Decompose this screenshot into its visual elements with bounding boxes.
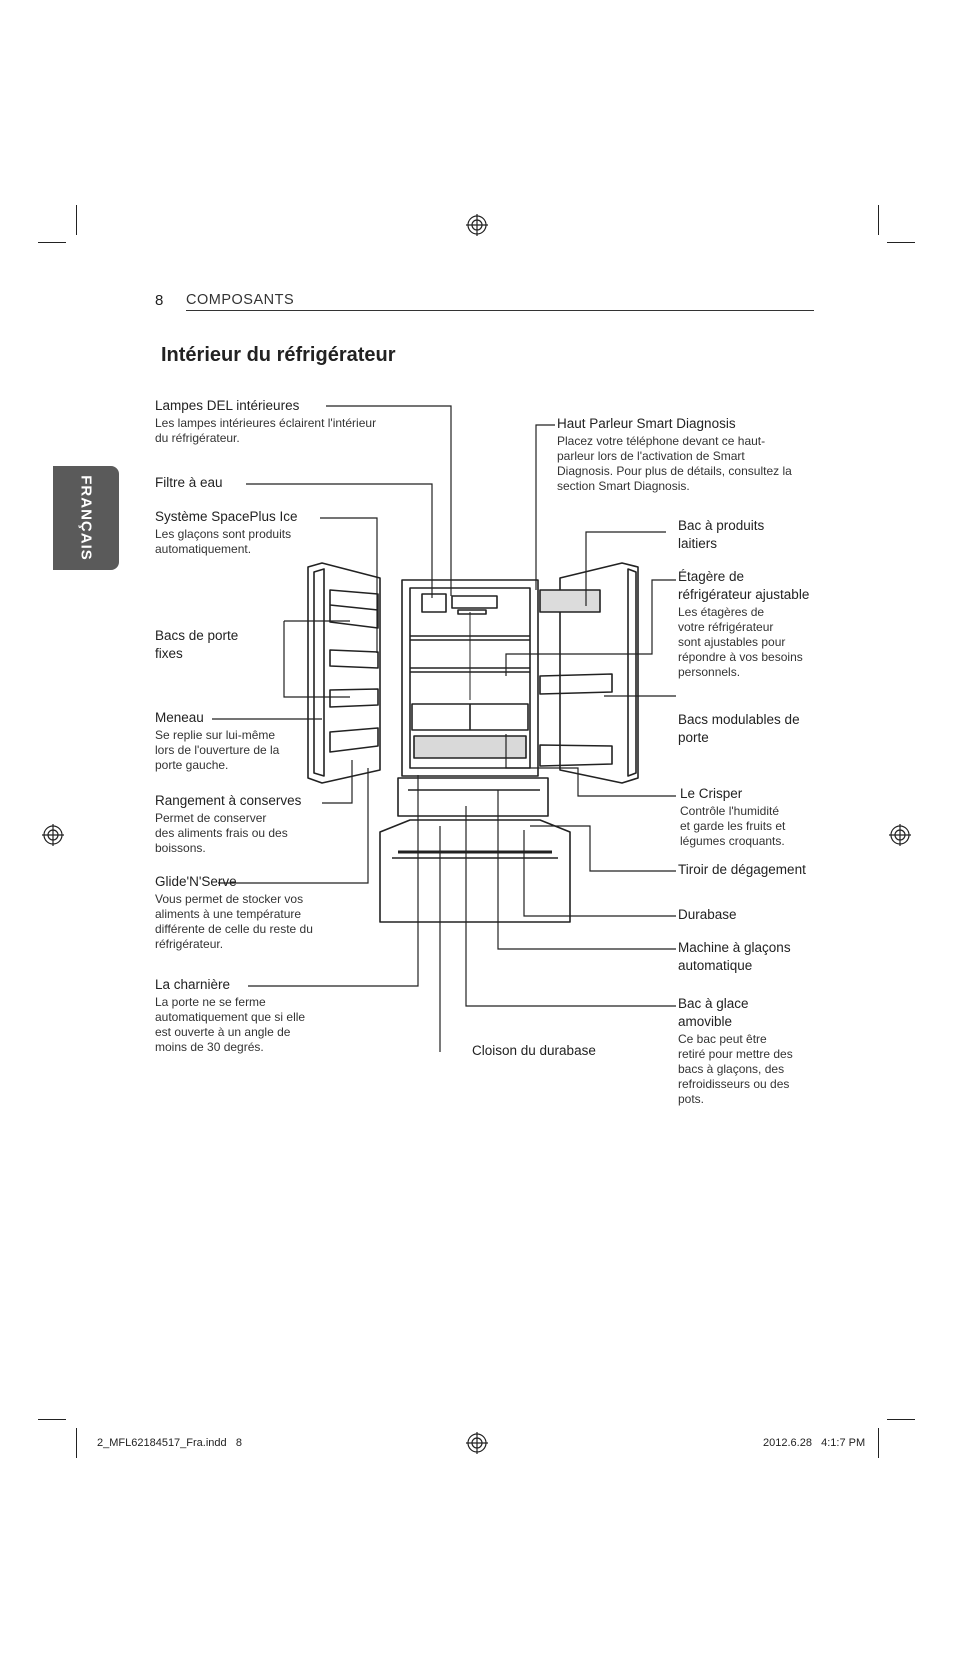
leader-spaceplus: [320, 517, 378, 653]
crop-mark: [38, 1419, 66, 1420]
crop-mark: [38, 242, 66, 243]
section-title: COMPOSANTS: [186, 292, 295, 308]
door-bin: [539, 744, 613, 767]
leader-laitiers: [585, 531, 666, 606]
label-etagere-l2: réfrigérateur ajustable: [678, 587, 810, 602]
door-bin: [329, 688, 379, 708]
leader-bac-glace: [465, 806, 676, 1007]
label-filtre: Filtre à eau: [155, 475, 223, 490]
desc-charniere: La porte ne se ferme automatiquement que…: [155, 995, 306, 1054]
crop-mark: [878, 1428, 879, 1458]
leader-durabase: [523, 830, 676, 917]
leader-haut-parleur: [535, 424, 555, 590]
label-spaceplus: Système SpacePlus Ice: [155, 509, 298, 524]
crop-mark: [887, 242, 915, 243]
desc-conserves: Permet de conserver des aliments frais o…: [155, 811, 288, 855]
desc-lampes: Les lampes intérieures éclairent l'intér…: [155, 416, 377, 445]
leader-crisper: [505, 734, 676, 797]
language-tab: FRANÇAIS: [53, 466, 119, 570]
label-bacs-fixes-l1: Bacs de porte: [155, 628, 239, 643]
header-rule: [186, 310, 814, 311]
label-charniere: La charnière: [155, 977, 231, 992]
label-machine-l1: Machine à glaçons: [678, 940, 791, 955]
desc-glide: Vous permet de stocker vos aliments à un…: [155, 892, 313, 951]
footer-date: 2012.6.28 4:1:7 PM: [763, 1437, 866, 1449]
label-cloison: Cloison du durabase: [472, 1043, 596, 1058]
freezer-drawer: [379, 819, 571, 923]
divider-shelf: [413, 735, 527, 759]
door-bin: [329, 649, 379, 669]
label-etagere-l1: Étagère de: [678, 569, 745, 584]
label-laitiers-l1: Bac à produits: [678, 518, 765, 533]
cabinet: [401, 579, 539, 777]
label-modulables-l1: Bacs modulables de: [678, 712, 800, 727]
crop-mark: [887, 1419, 915, 1420]
right-door: [559, 562, 639, 784]
left-door: [307, 562, 381, 784]
leader-bacs-fixes: [283, 621, 350, 698]
door-bin: [329, 589, 379, 629]
label-crisper: Le Crisper: [680, 786, 743, 801]
desc-spaceplus: Les glaçons sont produits automatiquemen…: [155, 527, 292, 556]
label-bac-glace-l2: amovible: [678, 1014, 733, 1029]
leader-lampes: [326, 405, 452, 596]
label-durabase: Durabase: [678, 907, 737, 922]
label-laitiers-l2: laitiers: [678, 536, 718, 551]
leader-charniere: [248, 775, 419, 987]
dairy-bin: [539, 589, 601, 613]
label-conserves: Rangement à conserves: [155, 793, 302, 808]
label-meneau: Meneau: [155, 710, 204, 725]
label-haut-parleur: Haut Parleur Smart Diagnosis: [557, 416, 736, 431]
label-bacs-fixes-l2: fixes: [155, 646, 183, 661]
leader-tiroir: [530, 825, 676, 872]
desc-crisper: Contrôle l'humidité et garde les fruits …: [680, 804, 786, 848]
door-bin: [539, 673, 613, 695]
desc-haut-parleur: Placez votre téléphone devant ce haut- p…: [557, 434, 792, 493]
label-bac-glace-l1: Bac à glace: [678, 996, 749, 1011]
freezer-section: [397, 777, 549, 817]
leader-filtre: [246, 483, 433, 598]
leader-machine: [497, 790, 676, 950]
label-lampes: Lampes DEL intérieures: [155, 398, 300, 413]
label-glide: Glide'N'Serve: [155, 874, 237, 889]
label-machine-l2: automatique: [678, 958, 753, 973]
ice-maker-top: [421, 593, 447, 613]
leader-glide: [218, 768, 369, 884]
footer-file: 2_MFL62184517_Fra.indd 8: [97, 1437, 242, 1449]
crop-mark: [878, 205, 879, 235]
crop-mark: [76, 205, 77, 235]
label-tiroir: Tiroir de dégagement: [678, 862, 806, 877]
page-number: 8: [155, 292, 164, 309]
leader-conserves: [322, 760, 353, 804]
desc-meneau: Se replie sur lui-même lors de l'ouvertu…: [155, 728, 280, 772]
desc-bac-glace: Ce bac peut être retiré pour mettre des …: [678, 1032, 793, 1106]
label-modulables-l2: porte: [678, 730, 709, 745]
door-bin: [329, 727, 379, 753]
page-title: Intérieur du réfrigérateur: [161, 344, 396, 366]
leader-etagere: [505, 579, 676, 676]
desc-etagere: Les étagères de votre réfrigérateur sont…: [678, 605, 803, 679]
crop-mark: [76, 1428, 77, 1458]
